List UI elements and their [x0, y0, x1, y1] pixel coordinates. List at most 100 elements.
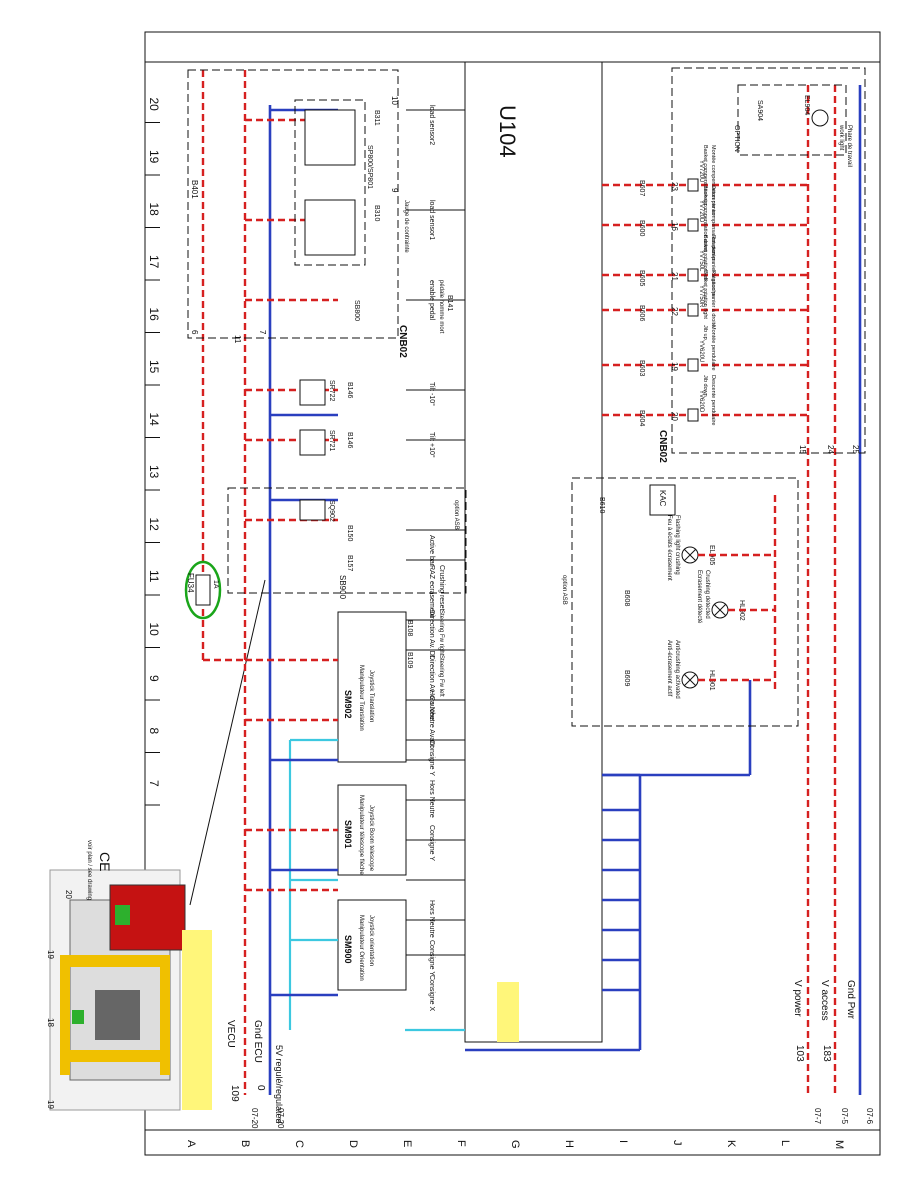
sm900-desc: Manipulateur Orientation — [358, 915, 364, 981]
svg-text:B146: B146 — [346, 432, 353, 448]
svg-text:option ASB: option ASB — [453, 500, 459, 530]
sm902-ref: SM902 — [343, 690, 353, 719]
ecu-u104-block — [464, 61, 603, 1043]
label-vaccess: V access — [819, 980, 830, 1021]
cnb02-bottom: CNB02 — [657, 430, 668, 463]
sq902-sensor — [299, 499, 326, 521]
valve-pin: 20 — [670, 412, 679, 421]
row-letter: J — [671, 1140, 683, 1146]
sm902-desc-en: Joystick Translation — [368, 670, 374, 722]
valve-pin: 22 — [670, 307, 679, 316]
svg-text:SR722: SR722 — [328, 380, 335, 402]
sr721-sensor — [299, 429, 326, 456]
sm900-desc-en: Joystick orientation — [368, 915, 374, 966]
svg-text:enable pedal: enable pedal — [428, 280, 435, 321]
column-number: 8 — [147, 728, 161, 735]
row-letter: B — [239, 1140, 251, 1147]
sm901-ref: SM901 — [343, 820, 353, 849]
load-sensor-1 — [304, 199, 356, 256]
valve-pin: 21 — [670, 272, 679, 281]
offpage-07-6: 07-6 — [865, 1108, 874, 1125]
offpage-07-20a: 07-20 — [250, 1108, 259, 1129]
svg-text:24: 24 — [826, 445, 835, 454]
option-asb-box — [227, 487, 467, 594]
valve-label-en: Basket rotation right — [702, 270, 708, 319]
valve-pin: 23 — [670, 182, 679, 191]
valve-yv720u — [687, 178, 699, 192]
fuse-fu34 — [195, 574, 211, 606]
marker-20: 20 — [64, 890, 73, 899]
valve-label-fr: Montée compensation panier — [710, 145, 716, 216]
svg-text:B401: B401 — [190, 180, 199, 199]
marker-19a: 19 — [46, 950, 55, 959]
row-letter: M — [833, 1140, 845, 1149]
direction-left: Direction Av. Gauche — [428, 655, 435, 720]
svg-text:11: 11 — [233, 335, 242, 344]
svg-text:EL904: EL904 — [803, 95, 810, 115]
svg-text:B310: B310 — [373, 205, 380, 221]
svg-text:Consigne Y: Consigne Y — [428, 940, 435, 976]
svg-text:Tilt +10°: Tilt +10° — [428, 432, 436, 458]
valve-ref: YV620U — [698, 340, 704, 362]
thumbnail-highlight — [182, 930, 212, 1110]
kac-relay — [649, 484, 676, 516]
svg-text:SQ902: SQ902 — [328, 500, 335, 522]
svg-text:6: 6 — [190, 330, 199, 335]
svg-text:B157: B157 — [346, 555, 353, 571]
direction-left-en: Steering Fw left — [438, 655, 444, 697]
svg-text:RAZ ecrasement: RAZ ecrasement — [428, 565, 435, 618]
sm902-desc: Manipulateur Translation — [358, 665, 364, 731]
sr722-sensor — [299, 379, 326, 406]
column-number: 9 — [147, 675, 161, 682]
valve-wire-id: B606 — [638, 305, 645, 321]
ce-badge: CE — [97, 852, 113, 871]
thumbnail-note: voir plan / see drawing — [86, 840, 92, 900]
valve-label-fr: Descente compensation panier — [710, 185, 716, 261]
lamp-label-fr: Feu à éclats écrasement — [666, 515, 672, 581]
cnb02-top: CNB02 — [397, 325, 408, 358]
valve-label-fr: Montée pendulaire — [710, 325, 716, 371]
sb900: SB900 — [338, 575, 347, 600]
load-sensor-2 — [304, 109, 356, 166]
load-sensor-group — [294, 99, 366, 266]
row-letter: D — [347, 1140, 359, 1148]
valve-yv720d — [687, 218, 699, 232]
worklight-option-box — [737, 84, 847, 156]
signal-branches — [245, 108, 752, 1052]
wire-0: 0 — [255, 1085, 266, 1091]
row-letter: A — [185, 1140, 197, 1148]
valve-yv620d — [687, 408, 699, 422]
sb800: SB800 — [353, 300, 360, 321]
offpage-07-5: 07-5 — [840, 1108, 849, 1125]
svg-text:B610: B610 — [598, 497, 605, 513]
valve-ref: YV750R — [698, 285, 704, 308]
valve-wire-id: B605 — [638, 270, 645, 286]
column-number: 13 — [147, 465, 161, 479]
svg-text:B109: B109 — [406, 652, 413, 668]
svg-text:OPTION: OPTION — [733, 125, 740, 152]
fuse-ref: FU34 — [186, 573, 195, 593]
column-number: 19 — [147, 150, 161, 164]
svg-text:B608: B608 — [623, 590, 630, 606]
row-letter: E — [401, 1140, 413, 1147]
marker-19b: 19 — [46, 1100, 55, 1109]
sm901-desc-en: Joystick Boom telescope — [368, 805, 374, 872]
svg-text:B150: B150 — [346, 525, 353, 541]
svg-text:Consigne Y: Consigne Y — [428, 825, 435, 861]
valve-yv750l — [687, 268, 699, 282]
valve-ref: YV750L — [698, 250, 704, 272]
valve-ref: YV720D — [698, 200, 704, 223]
column-number: 15 — [147, 360, 161, 374]
svg-text:7: 7 — [258, 330, 267, 335]
lamp-label-en: Crushing detected — [704, 570, 710, 619]
valve-wire-id: B603 — [638, 360, 645, 376]
valve-label-en: Jib down — [702, 375, 708, 397]
valve-wire-id: B607 — [638, 180, 645, 196]
valve-ref: YV720U — [698, 160, 704, 182]
sheet-frame — [144, 31, 881, 1156]
row-letter: C — [293, 1140, 305, 1148]
cnb02-top-box — [187, 69, 399, 339]
svg-text:B141: B141 — [446, 295, 453, 311]
valve-pin: 16 — [670, 222, 679, 231]
